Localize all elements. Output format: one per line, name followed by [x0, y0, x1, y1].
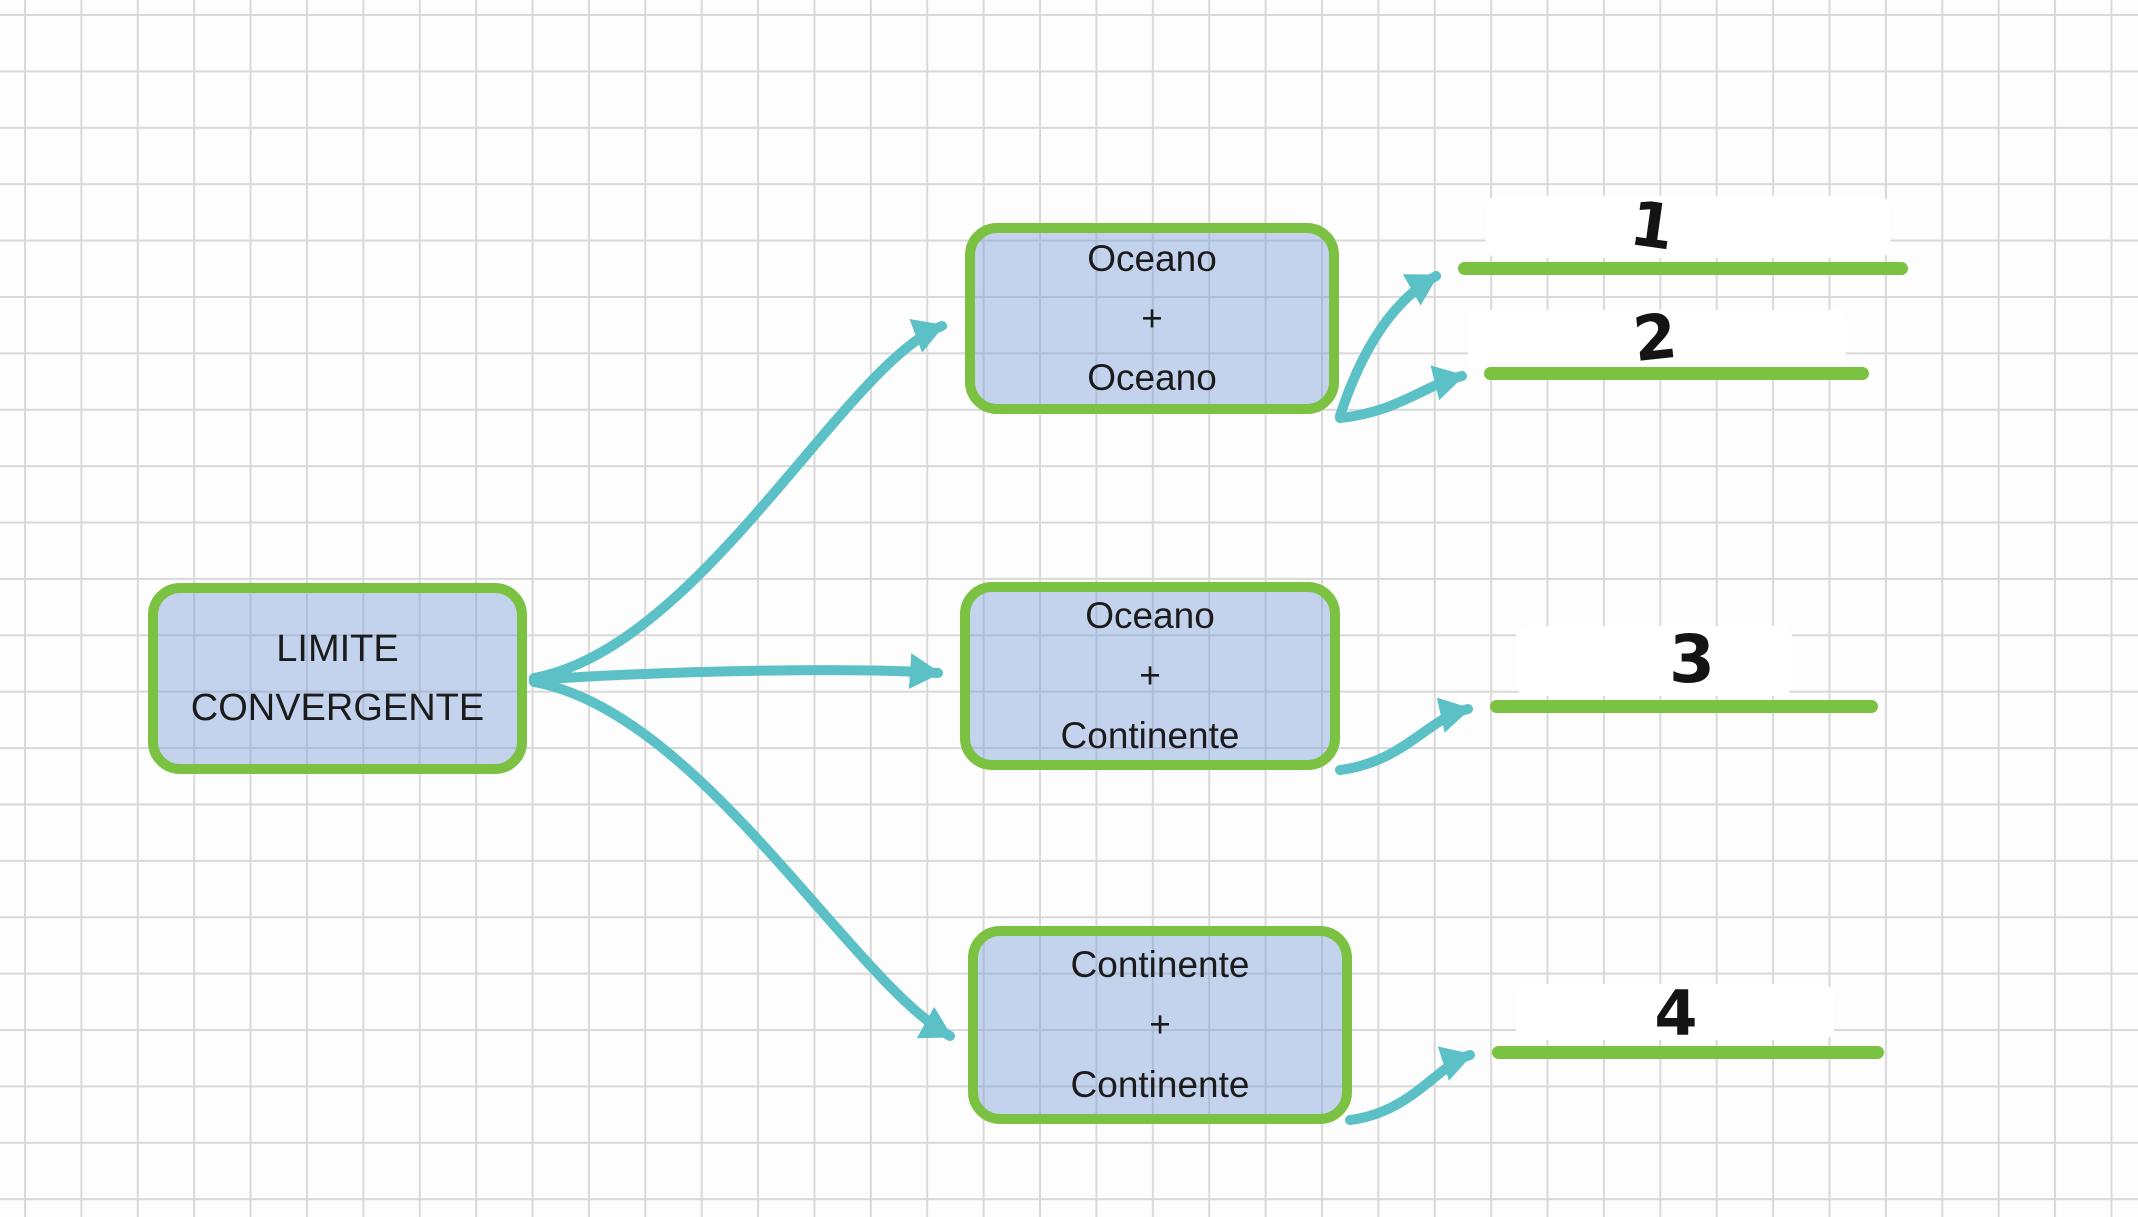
node-oceano-oceano[interactable]: Oceano + Oceano	[965, 223, 1339, 414]
connector-oceano-oceano-to-1	[1335, 271, 1441, 421]
eraser-patch-4	[1516, 984, 1834, 1040]
handwritten-number-3: 3	[1669, 621, 1715, 698]
node-text-line: Oceano	[1087, 357, 1217, 399]
node-text-line: Oceano	[1087, 237, 1217, 279]
node-text-line: +	[1139, 655, 1161, 697]
connector-oceano-oceano-to-2	[1335, 365, 1467, 423]
node-text-line: +	[1141, 297, 1163, 339]
node-text-line: Continente	[1060, 714, 1240, 756]
handwritten-number-4: 4	[1654, 977, 1698, 1050]
node-continente-continente[interactable]: Continente + Continente	[968, 926, 1352, 1124]
node-oceano-continente[interactable]: Oceano + Continente	[960, 582, 1340, 770]
eraser-patch-2	[1468, 310, 1846, 370]
node-text-line: CONVERGENTE	[190, 686, 485, 729]
eraser-patch-3	[1516, 626, 1792, 696]
connector-continente-continente-to-4	[1345, 1046, 1475, 1125]
node-text-line: LIMITE	[276, 627, 399, 670]
answer-blank-line-1	[1458, 262, 1908, 275]
node-text-line: Continente	[1070, 1063, 1250, 1105]
answer-blank-line-3	[1490, 700, 1878, 713]
answer-blank-line-4	[1492, 1046, 1884, 1059]
handwritten-number-2: 2	[1629, 298, 1681, 377]
connector-oceano-continente-to-3	[1335, 697, 1473, 775]
node-text-line: +	[1149, 1004, 1171, 1046]
node-text-line: Oceano	[1085, 595, 1215, 637]
connector-root-to-oceano-oceano	[529, 319, 947, 683]
connector-root-to-continente-continente	[529, 677, 955, 1041]
connector-root-to-oceano-continente	[529, 653, 943, 690]
node-text-line: Continente	[1070, 944, 1250, 986]
eraser-patch-1	[1486, 196, 1890, 258]
node-limite-convergente[interactable]: LIMITE CONVERGENTE	[148, 583, 527, 774]
answer-blank-line-2	[1484, 367, 1869, 380]
